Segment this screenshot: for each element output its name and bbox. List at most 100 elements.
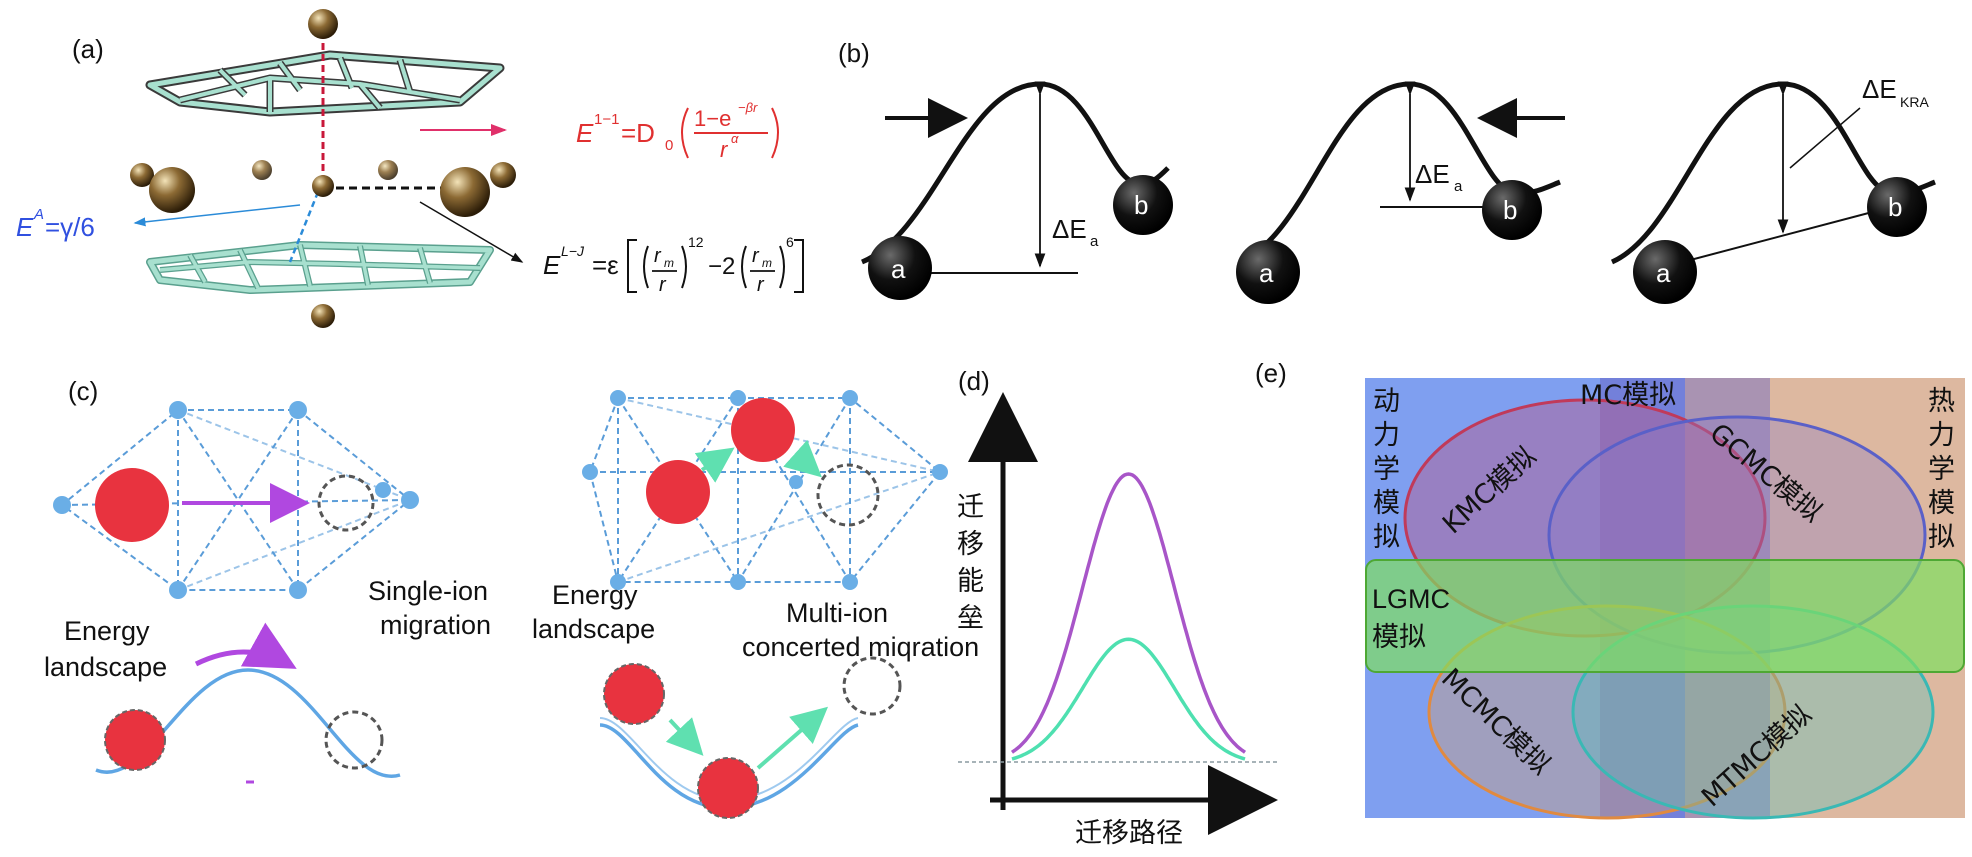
small-atom-right: [378, 160, 398, 180]
eq-morse-eq: =D: [621, 118, 655, 148]
kinetic-char-3: 学: [1373, 454, 1400, 485]
lj-equation: E L−J =ε r m r 12 −2 r m r 6: [543, 234, 804, 296]
eq-morse-lhs: E: [576, 118, 594, 148]
center-atom: [312, 175, 334, 197]
red-ion-single: [95, 468, 169, 542]
eq-lj-exp2: 6: [786, 234, 794, 250]
top-atom: [308, 9, 338, 39]
eq-const-rhs: =γ/6: [45, 212, 95, 242]
energy-landscape-right-1: Energy: [552, 580, 638, 610]
red-ion-energy-multi-1: [603, 663, 665, 725]
kinetic-char-5: 拟: [1373, 522, 1400, 553]
kinetic-char-4: 模: [1373, 488, 1400, 519]
red-ion-energy-multi-2: [697, 757, 759, 819]
thermo-char-2: 力: [1928, 420, 1955, 451]
d-ylabel-char-2: 移: [957, 529, 984, 560]
bottom-atom: [311, 304, 335, 328]
multi-migration-arrow-1: [694, 447, 735, 483]
multi-energy-arrow-1: [665, 717, 704, 756]
multi-ion-lattice-nodes: [582, 390, 948, 590]
eq-const-sup: A: [33, 206, 44, 223]
eq-lj-r-1: r: [659, 274, 667, 296]
eq-lj-minus2: −2: [708, 253, 735, 280]
multi-ion-label-2: concerted miqration: [742, 632, 979, 662]
constant-equation: E A =γ/6: [16, 206, 95, 242]
panel-a: (a): [16, 9, 804, 328]
red-ion-energy-single: [104, 709, 166, 771]
ball-a-3: [1633, 240, 1697, 304]
eq-morse-sup: 1−1: [594, 111, 619, 128]
upper-graphene-sheet: [145, 50, 505, 117]
ball-b-3-label: b: [1888, 192, 1902, 222]
thermo-char-1: 热: [1928, 386, 1955, 417]
panel-c: (c) Single-ion migration Energy landscap…: [44, 376, 979, 819]
ball-b-2-label: b: [1503, 195, 1517, 225]
panel-a-label: (a): [72, 34, 104, 64]
morse-paren-left: [681, 107, 689, 159]
panel-e: (e) MC模拟 动 力 学 模 拟 热 力 学 模 拟 LGMC 模拟 KMC…: [1255, 358, 1965, 820]
thermo-char-3: 学: [1928, 454, 1955, 485]
vacancy-multi: [816, 463, 880, 527]
eq-lj-sup: L−J: [561, 243, 585, 259]
eq-lj-rm-sub-2: m: [762, 256, 772, 270]
single-ion-label-1: Single-ion: [368, 576, 488, 606]
eq-lj-rm-sub-1: m: [664, 256, 674, 270]
small-atom-far-right: [490, 162, 516, 188]
ball-b-1: [1113, 175, 1173, 235]
eq-lj-rm-1: r: [654, 245, 662, 267]
single-ion-label-2: migration: [380, 610, 491, 640]
blue-dashed-bond: [288, 191, 320, 263]
eq-lj-exp1: 12: [688, 234, 704, 250]
eq-lj-eq: =ε: [592, 250, 619, 280]
ball-a-2: [1236, 240, 1300, 304]
eq-morse-den: r: [720, 137, 729, 162]
lj-paren-2-left: [741, 245, 747, 289]
kra-line: [1659, 209, 1881, 269]
eq-lj-r-2: r: [757, 274, 765, 296]
eq-const-lhs: E: [16, 212, 34, 242]
kinetic-char-1: 动: [1373, 386, 1400, 417]
eq-lj-lhs: E: [543, 250, 561, 280]
energy-landscape-left-2: landscape: [44, 652, 167, 682]
large-atom-left: [149, 167, 195, 213]
d-ylabel-char-3: 能: [957, 566, 984, 597]
delta-ekra-label: ΔE: [1862, 74, 1897, 104]
single-energy-arrow: [194, 622, 297, 669]
morse-equation: E 1−1 =D 0 1−e −βr r α: [576, 100, 779, 162]
barrier-diagram-1: ΔE a a b: [861, 81, 1173, 300]
energy-landscape-right-2: landscape: [532, 614, 655, 644]
delta-ea-sub-1: a: [1090, 233, 1099, 250]
energy-curve-1: [861, 81, 1170, 265]
lgmc-label-2: 模拟: [1372, 622, 1426, 653]
lgmc-bar: [1365, 559, 1965, 673]
thermo-char-4: 模: [1928, 488, 1955, 519]
panel-d: (d) 迁 移 能 垒 迁移路径: [957, 366, 1278, 849]
eq-morse-num: 1−e: [694, 106, 731, 131]
ball-b-2: [1482, 180, 1542, 240]
d-ylabel-char-1: 迁: [957, 492, 984, 523]
thermo-char-5: 拟: [1928, 522, 1955, 553]
panel-b-label: (b): [838, 38, 870, 68]
lj-arrow: [419, 201, 524, 263]
d-curves: [1010, 472, 1247, 761]
red-ion-multi-1: [646, 460, 710, 524]
d-ylabel-char-4: 垒: [957, 603, 984, 634]
multi-migration-arrow-2: [783, 439, 822, 478]
ball-b-3: [1867, 177, 1927, 237]
kinetic-char-2: 力: [1373, 420, 1400, 451]
lj-bracket-right: [794, 239, 804, 293]
ball-a-1: [868, 236, 932, 300]
energy-curve-3: [1610, 81, 1936, 265]
delta-ea-label-2: ΔE: [1415, 159, 1450, 189]
mc-label: MC模拟: [1580, 380, 1676, 411]
morse-paren-right: [771, 107, 779, 159]
panel-e-label: (e): [1255, 358, 1287, 388]
delta-ea-label-1: ΔE: [1052, 214, 1087, 244]
lj-paren-1-left: [643, 245, 649, 289]
eq-morse-sub: 0: [665, 137, 673, 154]
vacancy-energy-multi: [842, 656, 902, 716]
multi-ion-label-1: Multi-ion: [786, 598, 888, 628]
ball-b-1-label: b: [1134, 190, 1148, 220]
lgmc-label-1: LGMC: [1372, 584, 1450, 614]
